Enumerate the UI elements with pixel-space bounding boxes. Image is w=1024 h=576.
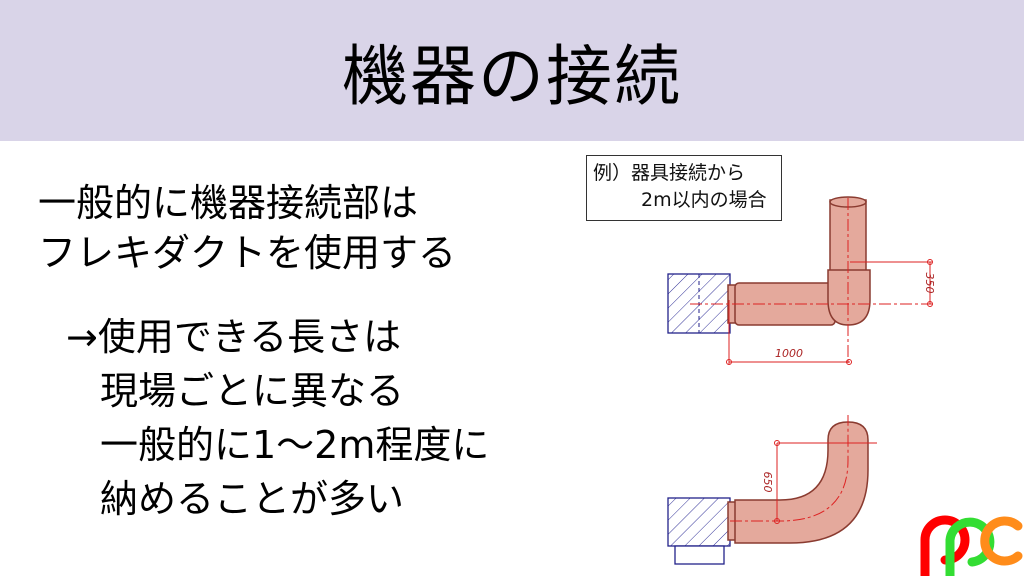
text-line: 一般的に機器接続部は: [38, 181, 419, 225]
text-line: 一般的に1〜2m程度に: [100, 423, 490, 467]
upper-duct: [727, 196, 871, 326]
dimension-label: 650: [761, 472, 774, 493]
page-title: 機器の接続: [342, 37, 682, 115]
lower-duct: [727, 421, 869, 544]
ppc-logo: [920, 515, 1023, 576]
main-text: 一般的に機器接続部は フレキダクトを使用する: [38, 178, 456, 278]
text-line: フレキダクトを使用する: [38, 231, 457, 275]
example-line: 例）器具接続から: [593, 162, 746, 184]
example-label-box: 例）器具接続から 2m以内の場合: [586, 155, 782, 221]
example-line: 2m以内の場合: [641, 189, 767, 211]
dimension-label: 1000: [775, 347, 803, 360]
text-line: 現場ごとに異なる: [100, 369, 405, 413]
upper-dimensions: [690, 198, 935, 366]
text-line: →使用できる長さは: [66, 315, 402, 359]
lower-device: [667, 497, 731, 565]
text-line: 納めることが多い: [100, 477, 405, 521]
dimension-label: 350: [923, 273, 936, 294]
lower-dimensions: [730, 415, 877, 524]
title-bar: 機器の接続: [0, 0, 1024, 141]
sub-text: →使用できる長さは 現場ごとに異なる 一般的に1〜2m程度に 納めることが多い: [66, 310, 489, 526]
